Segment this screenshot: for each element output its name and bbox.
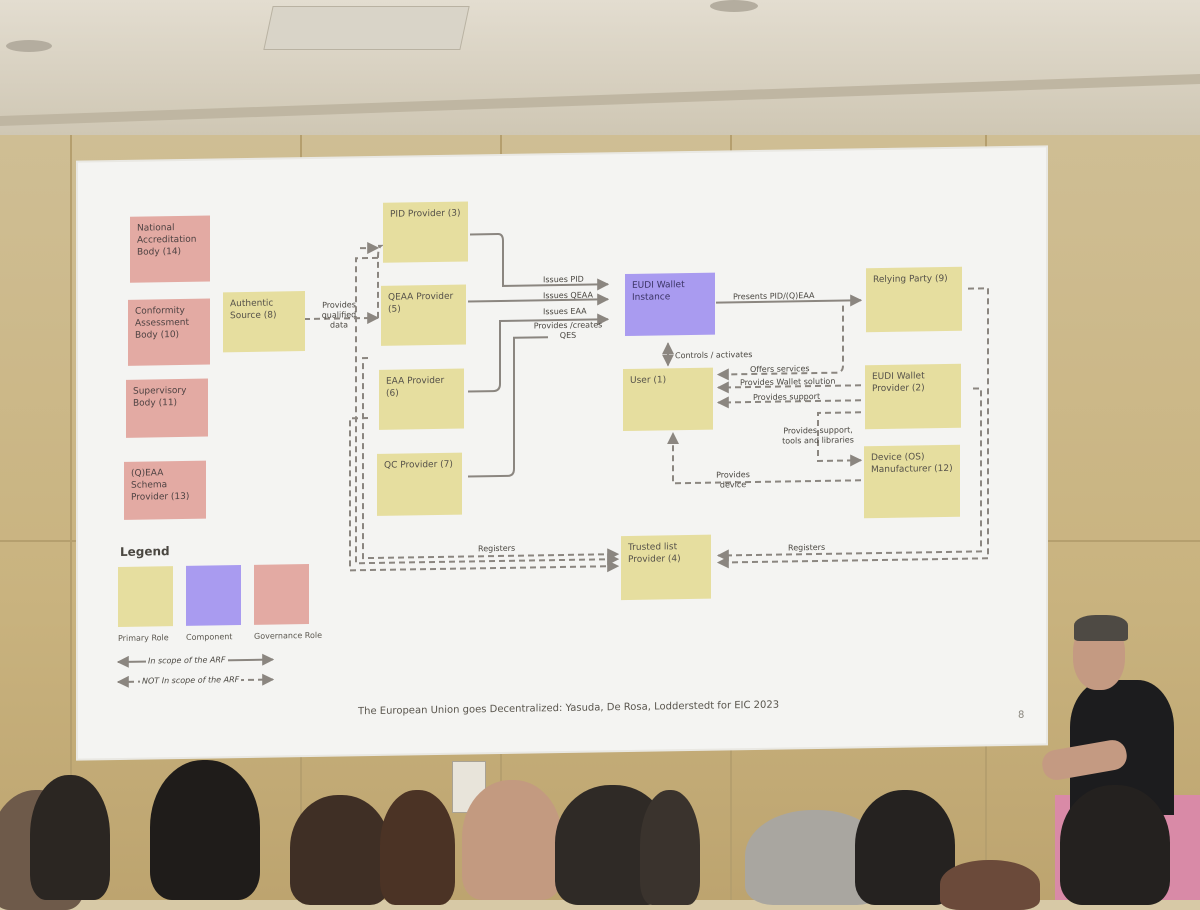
qeaa-provider-box: QEAA Provider (5) <box>381 284 466 346</box>
legend-in-scope: In scope of the ARF <box>146 655 228 667</box>
legend-label-governance-role: Governance Role <box>254 630 323 641</box>
edge-label-registers-left: Registers <box>478 543 516 554</box>
schema-provider-box: (Q)EAA Schema Provider (13) <box>124 460 206 520</box>
legend-title: Legend <box>120 544 170 559</box>
eaa-provider-box: EAA Provider (6) <box>379 368 464 430</box>
conformity-assessment-body-box: Conformity Assessment Body (10) <box>128 298 210 366</box>
edge-label-provides-qualified-data: Provides qualified data <box>321 300 357 330</box>
edge-label-provides-support: Provides support <box>753 391 821 402</box>
pid-provider-box: PID Provider (3) <box>383 201 468 263</box>
projection-screen: National Accreditation Body (14) Conform… <box>78 147 1046 759</box>
edge-label-registers-right: Registers <box>788 542 826 553</box>
legend-label-component: Component <box>186 632 233 642</box>
legend-label-primary-role: Primary Role <box>118 633 169 643</box>
legend-swatch-primary-role <box>118 566 173 627</box>
edge-label-issues-qeaa: Issues QEAA <box>543 290 593 301</box>
legend-swatch-governance-role <box>254 563 309 625</box>
ceiling-light <box>710 0 758 12</box>
edge-label-issues-pid: Issues PID <box>543 274 584 285</box>
ceiling-beam <box>0 74 1200 126</box>
legend-not-in-scope: NOT In scope of the ARF <box>140 675 242 687</box>
edge-label-controls: Controls / activates <box>675 350 753 361</box>
legend-swatch-component <box>186 565 241 626</box>
user-box: User (1) <box>623 367 713 432</box>
relying-party-box: Relying Party (9) <box>866 266 962 333</box>
supervisory-body-box: Supervisory Body (11) <box>126 378 208 438</box>
edge-label-provides-device: Provides device <box>716 470 750 490</box>
page-number: 8 <box>1018 709 1025 721</box>
edge-label-offers-services: Offers services <box>750 364 810 375</box>
qc-provider-box: QC Provider (7) <box>377 452 462 516</box>
edge-label-provides-wallet-solution: Provides Wallet solution <box>740 376 836 388</box>
audience <box>0 760 1200 910</box>
ceiling-light <box>6 40 52 52</box>
national-accreditation-body-box: National Accreditation Body (14) <box>130 215 210 283</box>
device-manufacturer-box: Device (OS) Manufacturer (12) <box>864 444 960 519</box>
edge-label-provides-creates-qes: Provides /creates QES <box>533 320 603 341</box>
edge-label-provides-support-tools: Provides support, tools and libraries <box>782 425 854 446</box>
ceiling <box>0 0 1200 135</box>
wallet-instance-box: EUDI Wallet Instance <box>625 272 715 337</box>
trusted-list-provider-box: Trusted list Provider (4) <box>621 534 711 601</box>
edge-label-presents: Presents PID/(Q)EAA <box>733 291 815 302</box>
ceiling-vent <box>263 6 470 50</box>
authentic-source-box: Authentic Source (8) <box>223 291 305 353</box>
edge-label-issues-eaa: Issues EAA <box>543 306 587 317</box>
wallet-provider-box: EUDI Wallet Provider (2) <box>865 363 961 430</box>
